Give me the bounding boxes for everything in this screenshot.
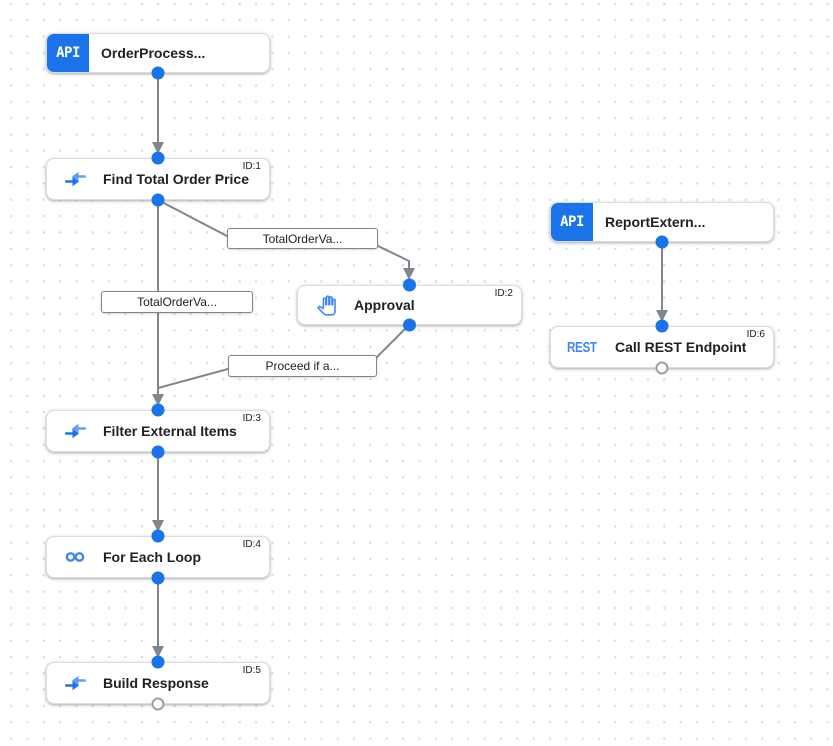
api-trigger-icon: API <box>47 34 89 72</box>
task-find-total-order-price-bottom-port[interactable] <box>151 193 165 207</box>
for-each-loop-icon <box>63 550 87 564</box>
task-id-badge: ID:4 <box>242 539 261 550</box>
task-id-badge: ID:2 <box>494 288 513 299</box>
data-mapping-icon <box>63 675 87 691</box>
trigger-order-process[interactable]: API OrderProcess... <box>46 33 270 73</box>
task-filter-external-items-bottom-port[interactable] <box>151 445 165 459</box>
data-mapping-icon <box>63 171 87 187</box>
task-build-response[interactable]: Build Response ID:5 <box>46 662 270 704</box>
task-build-response-bottom-port[interactable] <box>151 697 165 711</box>
task-for-each-loop-bottom-port[interactable] <box>151 571 165 585</box>
task-build-response-top-port[interactable] <box>151 655 165 669</box>
trigger-order-process-bottom-port[interactable] <box>151 66 165 80</box>
task-find-total-order-price-top-port[interactable] <box>151 151 165 165</box>
trigger-report-external-bottom-port[interactable] <box>655 235 669 249</box>
node-title: ReportExtern... <box>605 214 706 230</box>
api-trigger-icon: API <box>551 203 593 241</box>
node-title: OrderProcess... <box>101 45 206 61</box>
task-filter-external-items-top-port[interactable] <box>151 403 165 417</box>
task-id-badge: ID:1 <box>242 161 261 172</box>
label-total-order-to-approval[interactable]: TotalOrderVa... <box>227 228 378 249</box>
rest-icon-text: REST <box>567 338 597 356</box>
task-id-badge: ID:5 <box>242 665 261 676</box>
node-title: For Each Loop <box>103 549 201 565</box>
node-title: Find Total Order Price <box>103 171 249 187</box>
task-approval-top-port[interactable] <box>403 278 416 292</box>
task-id-badge: ID:3 <box>242 413 261 424</box>
task-call-rest-endpoint-top-port[interactable] <box>655 319 669 333</box>
task-call-rest-endpoint-bottom-port[interactable] <box>655 361 669 375</box>
node-title: Call REST Endpoint <box>615 339 747 355</box>
node-title: Build Response <box>103 675 209 691</box>
label-total-order-to-filter[interactable]: TotalOrderVa... <box>101 291 253 313</box>
data-mapping-icon <box>63 423 87 439</box>
task-for-each-loop-top-port[interactable] <box>151 529 165 543</box>
rest-icon: REST <box>567 339 605 356</box>
task-approval-bottom-port[interactable] <box>403 318 416 332</box>
approval-hand-icon <box>314 294 338 316</box>
task-id-badge: ID:6 <box>746 329 765 340</box>
node-title: Approval <box>354 297 415 313</box>
node-title: Filter External Items <box>103 423 237 439</box>
label-proceed-if[interactable]: Proceed if a... <box>228 355 377 377</box>
